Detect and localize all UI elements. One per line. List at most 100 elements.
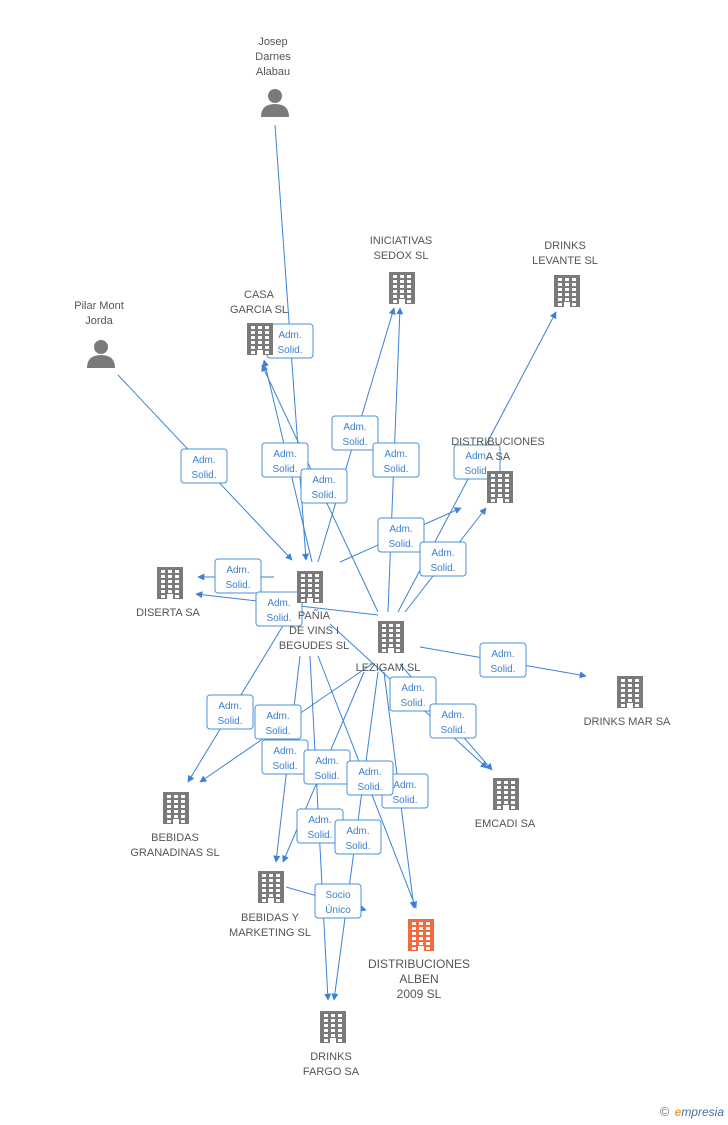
edge-label-compania-to-casa_garcia[interactable]: Adm. Solid. [261, 442, 309, 478]
edge-label-line: Adm. [401, 683, 424, 694]
edge-label-lezigam-to-diserta[interactable]: Adm.Solid. [255, 591, 303, 627]
building-icon [389, 272, 415, 304]
edge-label-line: Solid. [388, 539, 413, 550]
edge-label-lezigam-to-casa_garcia[interactable]: Adm. Solid. [300, 468, 348, 504]
node-lezigam[interactable]: LEZIGAM SL [356, 621, 421, 674]
node-label-line: LEZIGAM SL [356, 662, 421, 674]
edge-label-line: Solid. [277, 345, 302, 356]
building-icon [258, 871, 284, 903]
edge-label-line: Adm. [218, 701, 241, 712]
edge-label-box [479, 642, 527, 678]
node-label-line: BEBIDAS [151, 832, 199, 844]
node-label-line: INICIATIVAS [370, 235, 433, 247]
node-distrib_sa[interactable]: DISTRIBUCIONES A SA [451, 436, 545, 503]
edge-label-line: Socio [325, 890, 350, 901]
edge-label-lezigam-to-emcadi[interactable]: Adm.Solid. [389, 676, 437, 712]
edge-label-compania-to-diserta[interactable]: Adm.Solid. [214, 558, 262, 594]
edge-label-josep-to-compania[interactable]: Adm. Solid. [266, 323, 314, 359]
edge-label-box [377, 517, 425, 553]
edge-label-line: Adm. [393, 780, 416, 791]
edge-label-lezigam-to-iniciativas[interactable]: Adm.Solid. [372, 442, 420, 478]
edge-label-line: Solid. [311, 490, 336, 501]
edge-label-line: Solid. [357, 782, 382, 793]
brand-logo-name: mpresia [681, 1105, 724, 1119]
node-label-line: PAÑIA [298, 609, 331, 622]
edge-label-lezigam-to-drinks_fargo[interactable]: Adm. Solid. [334, 819, 382, 855]
edge-label-line: Solid. [345, 841, 370, 852]
node-label-line: Darnes [255, 51, 291, 63]
node-drinks_mar[interactable]: DRINKS MAR SA [584, 676, 671, 728]
edge-label-box [372, 442, 420, 478]
edge-label-lezigam-to-distrib_sa[interactable]: Adm.Solid. [419, 541, 467, 577]
edge-label-compania-to-distrib_sa[interactable]: Adm.Solid. [377, 517, 425, 553]
edge-label-line: Solid. [225, 580, 250, 591]
node-label-line: DRINKS [310, 1051, 352, 1063]
edge-label-compania-to-emcadi[interactable]: Adm.Solid. [429, 703, 477, 739]
node-label-line: GARCIA SL [230, 304, 288, 316]
edge-label-line: Solid. [490, 664, 515, 675]
edge-label-box [206, 694, 254, 730]
edge-label-box [453, 444, 501, 480]
edge-label-line: Adm. [343, 422, 366, 433]
edge-label-compania-to-bebidas_gran[interactable]: Adm. Solid. [206, 694, 254, 730]
edge-label-box [331, 415, 379, 451]
edge-label-lezigam-to-drinks_levante[interactable]: Adm.Solid. [453, 444, 501, 480]
node-emcadi[interactable]: EMCADI SA [475, 778, 536, 830]
edge-label-line: Solid. [266, 613, 291, 624]
node-diserta[interactable]: DISERTA SA [136, 567, 201, 619]
edge-label-line: Solid. [217, 716, 242, 727]
node-label-line: GRANADINAS SL [130, 847, 219, 859]
building-icon [378, 621, 404, 653]
edge-label-lezigam-to-bebidas_gran[interactable]: Adm.Solid. [254, 704, 302, 740]
edge-label-lezigam-to-drinks_mar[interactable]: Adm.Solid. [479, 642, 527, 678]
node-label-line: DISTRIBUCIONES [451, 436, 545, 448]
edge-label-box [334, 819, 382, 855]
edge-label-box [180, 448, 228, 484]
edge-label-line: Solid. [440, 725, 465, 736]
node-label-line: DRINKS [544, 240, 586, 252]
edge-label-compania-to-drinks_fargo[interactable]: Adm. Solid. [346, 760, 394, 796]
node-label-line: DRINKS MAR SA [584, 716, 671, 728]
edge-label-line: Solid. [464, 466, 489, 477]
node-bebidas_gran[interactable]: BEBIDAS GRANADINAS SL [130, 792, 220, 859]
node-label-line: A SA [486, 451, 511, 463]
node-label-line: Josep [258, 36, 287, 48]
edge-label-pilar-to-compania[interactable]: Adm.Solid. [180, 448, 228, 484]
node-label-line: Jorda [85, 315, 113, 327]
edge-label-line: Adm. [358, 767, 381, 778]
edge-label-box [429, 703, 477, 739]
edge-label-line: Adm. [278, 330, 301, 341]
edge-label-line: Adm. [266, 711, 289, 722]
node-label-line: Alabau [256, 66, 290, 78]
edge-label-line: Solid. [272, 761, 297, 772]
edge-label-line: Adm. [312, 475, 335, 486]
edges-layer [117, 124, 587, 1001]
node-iniciativas[interactable]: INICIATIVAS SEDOX SL [370, 235, 433, 304]
edge-label-line: Adm. [346, 826, 369, 837]
node-label-line: SEDOX SL [373, 250, 428, 262]
edge-label-line: Solid. [342, 437, 367, 448]
edge-label-line: Solid. [430, 563, 455, 574]
edge-label-line: Adm. [273, 449, 296, 460]
edge-label-compania-to-alben[interactable]: Adm.Solid. [303, 749, 351, 785]
edge-label-compania-to-bebidas_mkt[interactable]: Adm. Solid. [261, 739, 309, 775]
node-label-line: 2009 SL [397, 987, 442, 1001]
edge-label-box [419, 541, 467, 577]
footer-brand[interactable]: © empresia [660, 1104, 724, 1119]
edge-label-line: Adm. [273, 746, 296, 757]
node-label-line: Pilar Mont [74, 300, 124, 312]
edge-label-compania-to-iniciativas[interactable]: Adm. Solid. [331, 415, 379, 451]
edge-label-line: Solid. [272, 464, 297, 475]
building-icon [247, 323, 273, 355]
edge-label-box [255, 591, 303, 627]
